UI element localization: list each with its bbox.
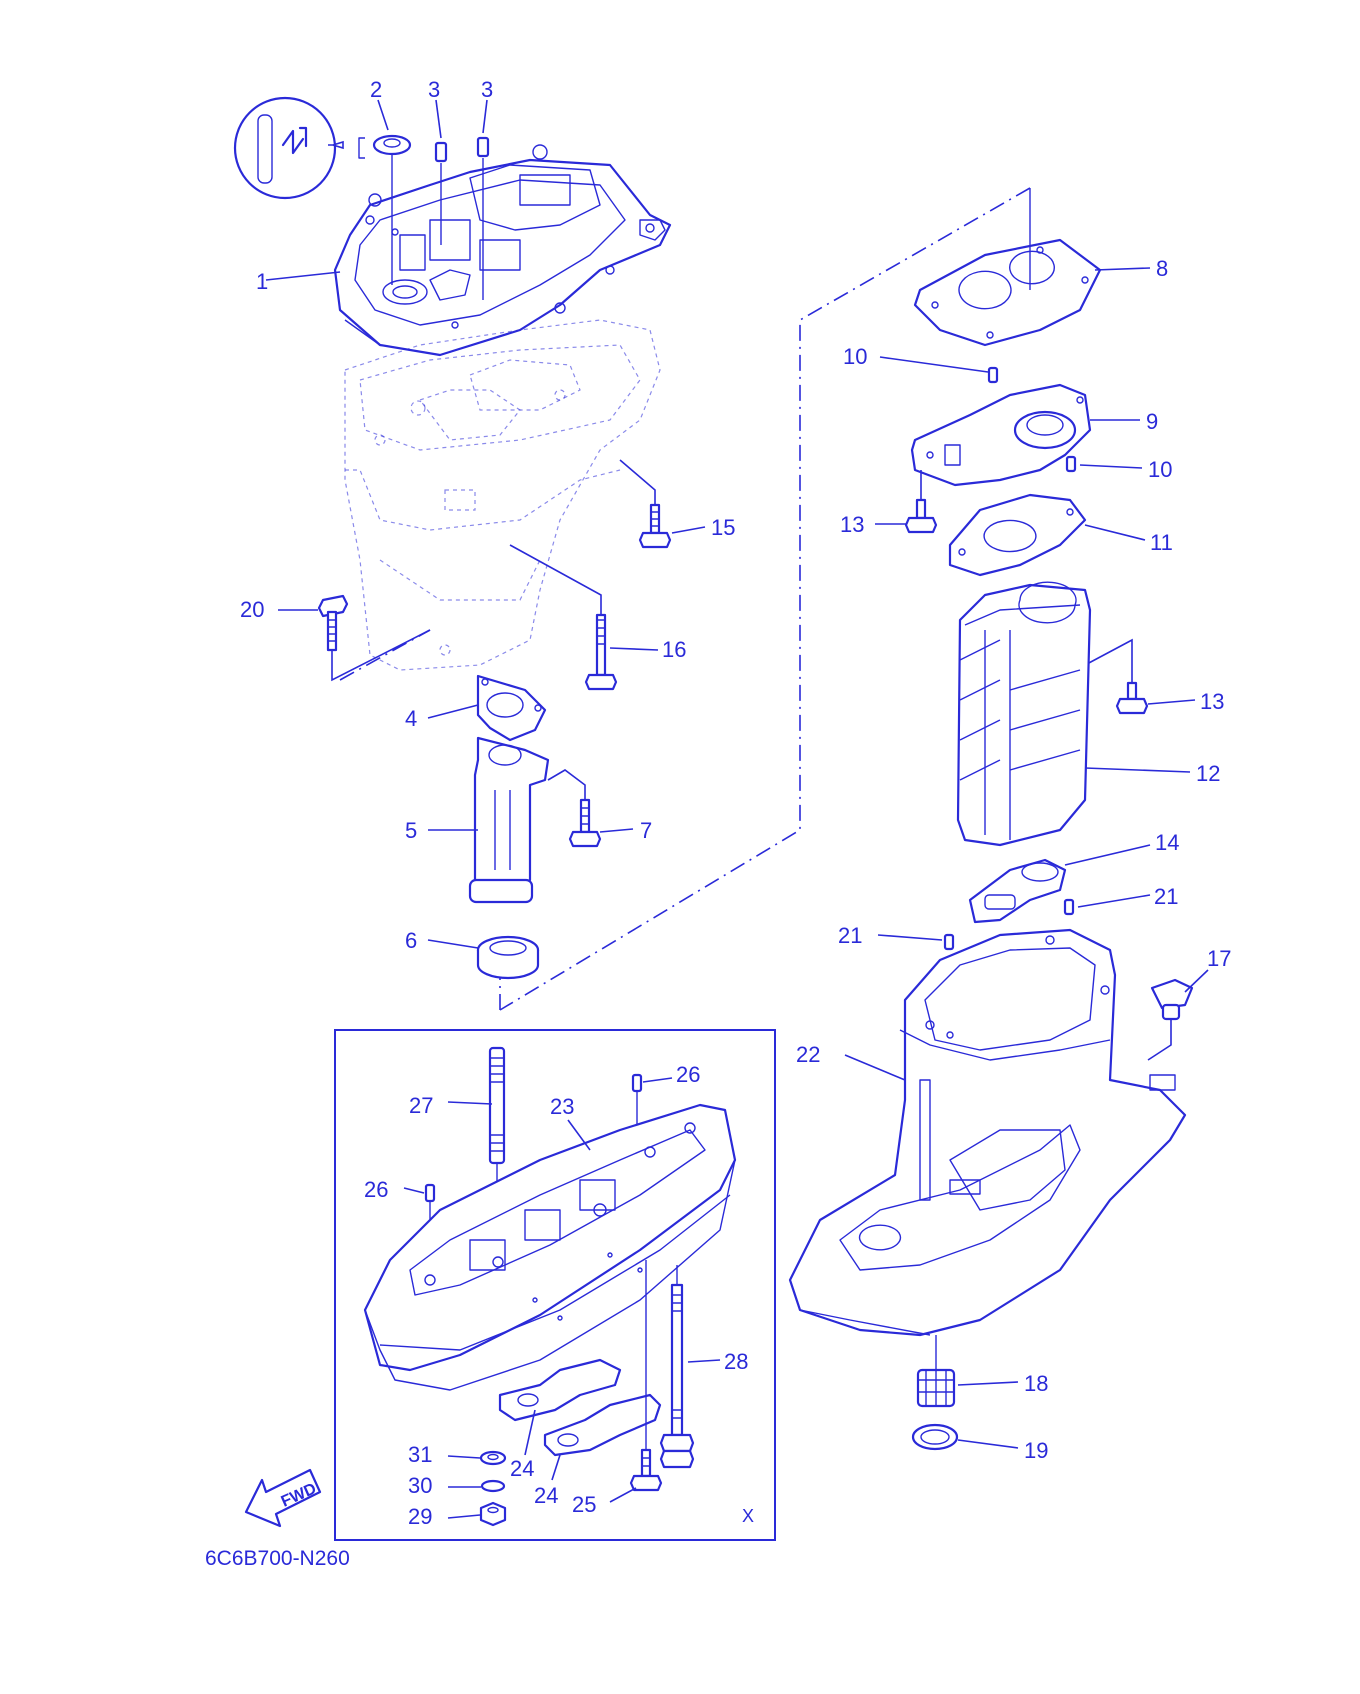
part-23-housing [363,1103,737,1391]
callout-labels: 1 2 3 3 4 5 6 7 8 9 10 10 11 12 13 13 14… [240,77,1231,1529]
callout-10b: 10 [1148,457,1172,482]
callout-22: 22 [796,1042,820,1067]
callout-21b: 21 [838,923,862,948]
callout-7: 7 [640,818,652,843]
callout-24b: 24 [534,1483,558,1508]
part-28-long-bolt [659,1265,721,1469]
callout-16: 16 [662,637,686,662]
callout-15: 15 [711,515,735,540]
part-26-dowels [403,1073,673,1245]
part-11-gasket [948,493,1146,577]
callout-3a: 3 [428,77,440,102]
callout-28: 28 [724,1349,748,1374]
callout-13a: 13 [840,512,864,537]
callout-14: 14 [1155,830,1179,855]
callout-8: 8 [1156,256,1168,281]
callout-19: 19 [1024,1438,1048,1463]
callout-26a: 26 [676,1062,700,1087]
part-16-long-bolt [509,544,659,691]
callout-17: 17 [1207,946,1231,971]
callout-29: 29 [408,1504,432,1529]
part-2-washer [372,99,412,156]
inset-label: X [742,1506,754,1526]
part-6-seal [427,935,540,980]
callout-24a: 24 [510,1456,534,1481]
detail-inset-circle [233,96,365,200]
callout-10a: 10 [843,344,867,369]
part-27-stud [447,1046,506,1260]
fwd-arrow-icon: FWD [244,1468,322,1528]
separator-lines [339,187,1031,1011]
callout-4: 4 [405,706,417,731]
callout-3b: 3 [481,77,493,102]
part-12-exhaust-manifold [956,581,1191,847]
part-7-bolt [568,798,634,848]
part-4-gasket [427,674,547,742]
callout-13b: 13 [1200,689,1224,714]
part-29-nut [447,1501,507,1527]
part-20-bolt [278,594,431,682]
part-10-dowels [879,356,1143,473]
part-8-gasket [913,188,1151,347]
part-22-upper-casing [788,928,1187,1337]
callout-11: 11 [1150,530,1173,555]
callout-30: 30 [408,1473,432,1498]
callout-25: 25 [572,1492,596,1517]
inset-box-x [334,1029,776,1541]
callout-18: 18 [1024,1371,1048,1396]
callout-5: 5 [405,818,417,843]
part-21-dowels [877,894,1151,951]
part-24-brackets [498,1358,662,1481]
part-25-bolt [609,1260,663,1503]
callout-21a: 21 [1154,884,1178,909]
callout-1: 1 [256,269,268,294]
callout-12: 12 [1196,761,1220,786]
callout-20: 20 [240,597,264,622]
part-30-washer [448,1479,506,1493]
ghost-engine-block [344,319,661,671]
part-1-upper-casing [265,144,672,357]
callout-2: 2 [370,77,382,102]
callout-27: 27 [409,1093,433,1118]
callout-9: 9 [1146,409,1158,434]
part-3-dowel-pins [434,99,490,163]
part-31-washer [447,1450,507,1466]
callout-26b: 26 [364,1177,388,1202]
part-17-grommet [1147,969,1209,1061]
part-5-exhaust-guide [428,736,586,904]
callout-31: 31 [408,1442,432,1467]
part-18-bushing [916,1335,1019,1408]
callout-6: 6 [405,928,417,953]
diagram-code: 6C6B700-N260 [205,1547,350,1570]
part-15-bolt [619,459,706,549]
part-14-seal [968,844,1151,924]
callout-23: 23 [550,1094,574,1119]
part-19-circlip [911,1423,1019,1451]
part-9-plate [910,383,1140,487]
